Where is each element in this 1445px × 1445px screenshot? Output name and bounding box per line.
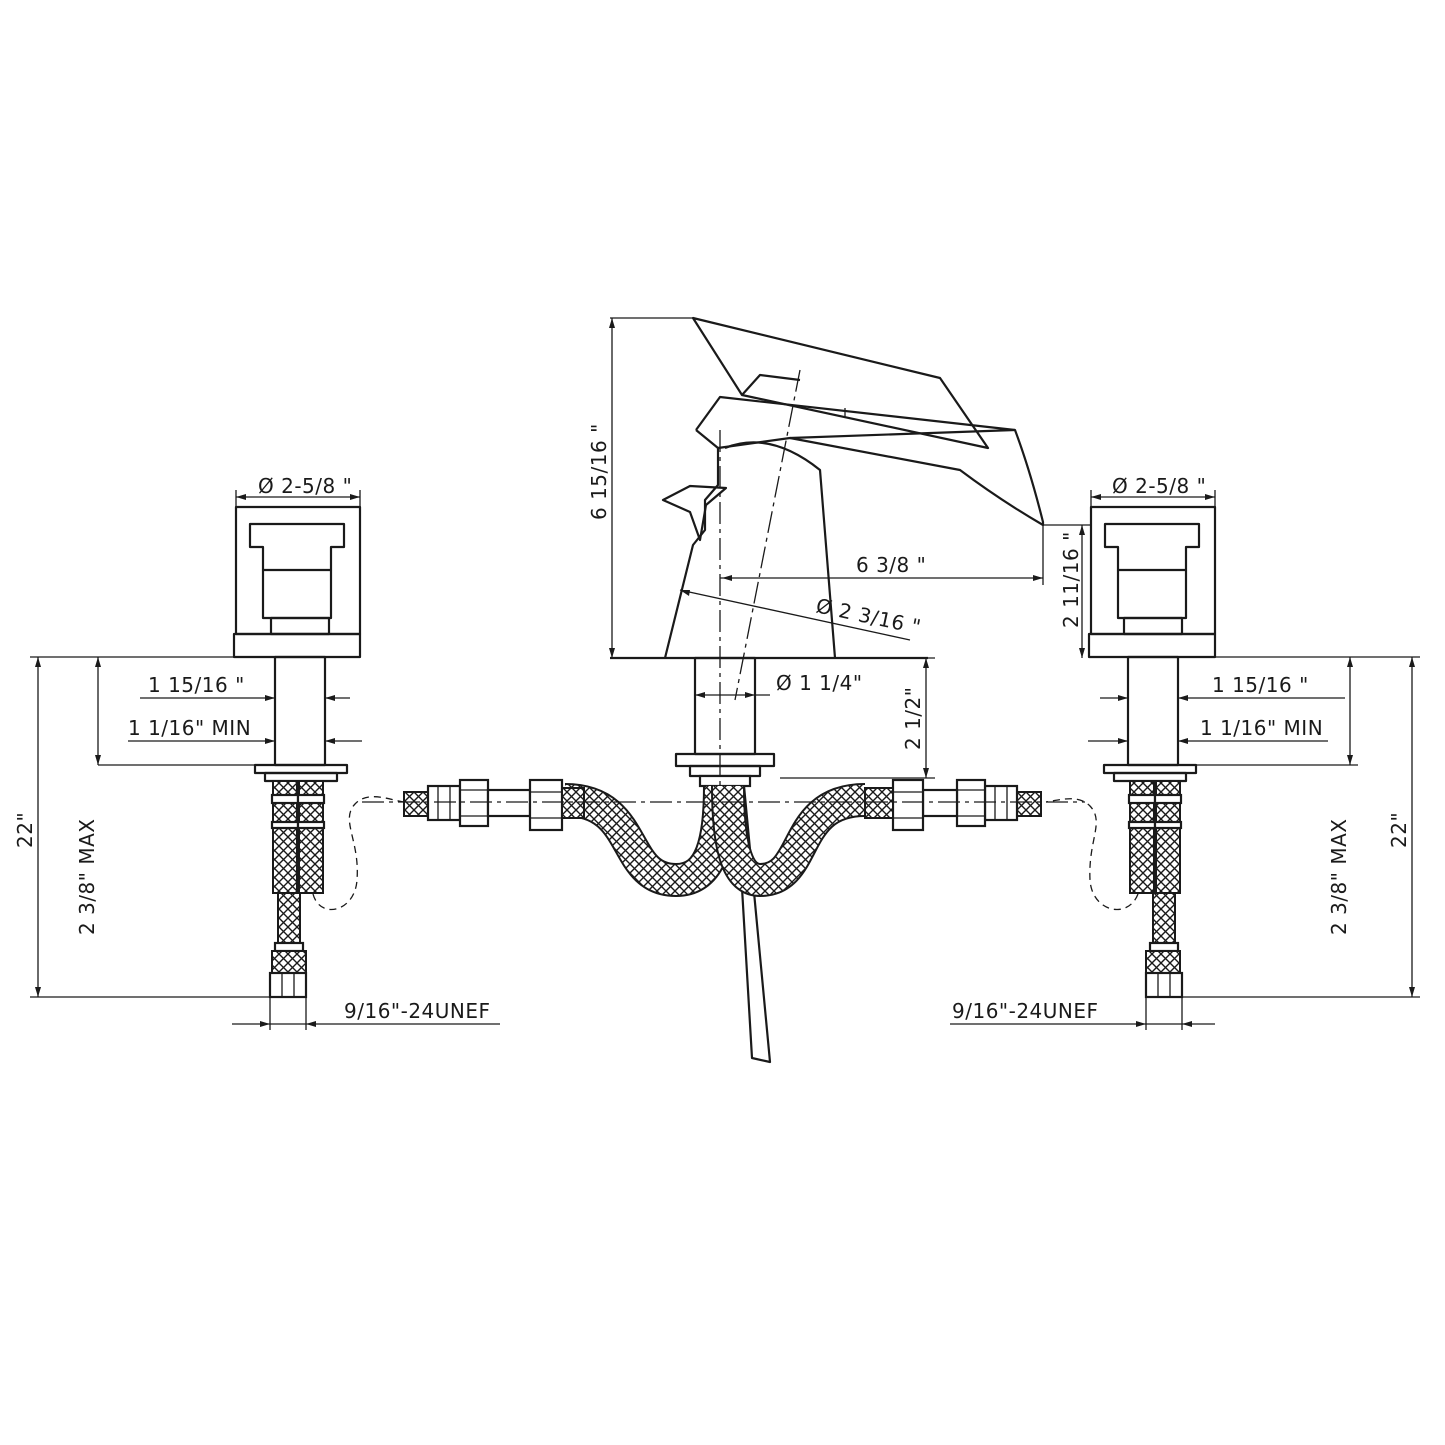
- right-flex-dashed: [1045, 798, 1139, 911]
- spout-assembly: [362, 316, 1085, 1064]
- right-max-label: 2 3/8" MAX: [1327, 819, 1351, 935]
- left-flex-dashed: [312, 796, 405, 911]
- left-total-label: 22": [13, 812, 37, 848]
- right-shank-width-label: 1 15/16 ": [1212, 673, 1309, 697]
- spout-reach-label: 6 3/8 ": [856, 553, 926, 577]
- spout-blade: [691, 316, 990, 450]
- left-handle-lever: [248, 522, 346, 572]
- right-handle-height-label: 2 11/16 ": [1059, 531, 1083, 628]
- spout-lever: [661, 484, 728, 542]
- right-connector-tip: [1016, 791, 1042, 817]
- spout-shank-length-label: 2 1/2": [901, 687, 925, 750]
- left-connector-tip: [403, 791, 429, 817]
- right-handle-diameter-label: Ø 2-5/8 ": [1112, 474, 1206, 498]
- right-thread-label: 9/16"-24UNEF: [952, 999, 1099, 1023]
- right-supply-hose: [713, 785, 866, 896]
- left-shank-min-label: 1 1/16" MIN: [128, 716, 251, 740]
- spout-body: [663, 395, 1045, 659]
- left-shank: [273, 655, 327, 767]
- spout-rod: [734, 785, 772, 1064]
- left-shank-width-label: 1 15/16 ": [148, 673, 245, 697]
- spout-height-label: 6 15/16 ": [587, 423, 611, 520]
- right-escutcheon: [1087, 632, 1217, 659]
- right-shank-min-label: 1 1/16" MIN: [1200, 716, 1323, 740]
- left-max-label: 2 3/8" MAX: [75, 819, 99, 935]
- spout-diameter-label: Ø 2 3/16 ": [814, 593, 923, 639]
- dimension-labels: Ø 2-5/8 " Ø 2-5/8 " 6 15/16 " 6 3/8 " Ø …: [13, 423, 1411, 1023]
- right-handle-assembly: [1045, 505, 1217, 999]
- right-total-label: 22": [1387, 812, 1411, 848]
- right-handle-lever: [1103, 522, 1201, 572]
- dimension-lines: [30, 317, 1420, 1030]
- left-handle-assembly: [232, 505, 405, 999]
- left-escutcheon: [232, 632, 362, 659]
- spout-shank-diameter-label: Ø 1 1/4": [776, 671, 863, 695]
- spout-shank: [693, 656, 757, 756]
- left-handle-diameter-label: Ø 2-5/8 ": [258, 474, 352, 498]
- left-thread-label: 9/16"-24UNEF: [344, 999, 491, 1023]
- right-shank: [1126, 655, 1180, 767]
